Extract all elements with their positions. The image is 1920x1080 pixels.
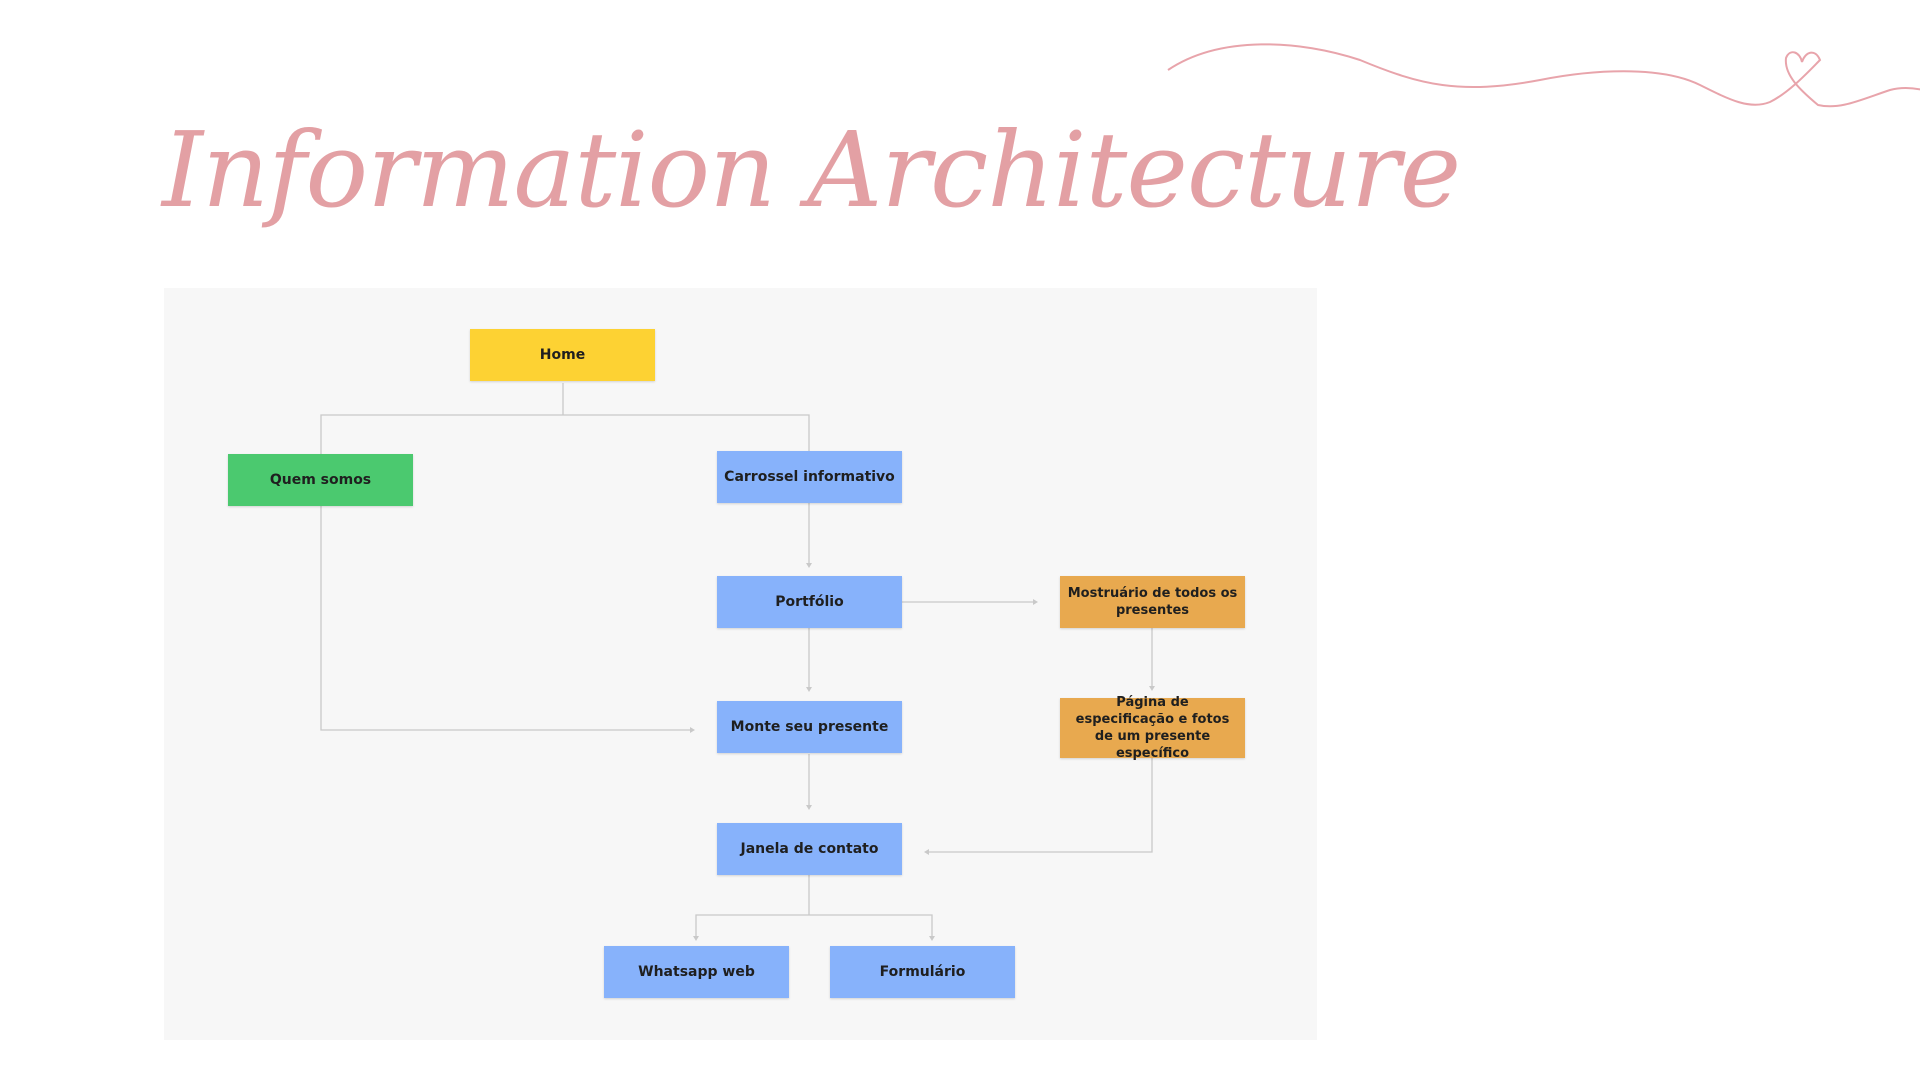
page-title: Information Architecture (162, 109, 1461, 231)
node-portfolio: Portfólio (717, 576, 902, 628)
edge-home-branches (320, 383, 810, 455)
arrow-head (806, 687, 812, 692)
arrow-head (806, 563, 812, 568)
node-home: Home (470, 329, 655, 381)
node-pagina-especificacao: Página de especificação e fotos de um pr… (1060, 695, 1245, 761)
arrow-head (924, 849, 929, 855)
edge-pagina-janela (928, 758, 1153, 853)
edge-janela-branches (695, 875, 933, 937)
edge-quem-monte (320, 506, 691, 731)
node-whatsapp-web: Whatsapp web (604, 946, 789, 998)
node-quem-somos: Quem somos (228, 454, 413, 506)
node-monte-seu-presente: Monte seu presente (717, 701, 902, 753)
node-formulario: Formulário (830, 946, 1015, 998)
arrow-head (690, 727, 695, 733)
diagram-connectors (320, 383, 1155, 941)
node-carrossel-informativo: Carrossel informativo (717, 451, 902, 503)
arrow-head (693, 936, 699, 941)
arrow-head (1149, 686, 1155, 691)
diagram-panel: Home Quem somos Carrossel informativo Po… (164, 288, 1317, 1040)
arrow-head (806, 805, 812, 810)
node-janela-de-contato: Janela de contato (717, 823, 902, 875)
arrow-head (929, 936, 935, 941)
arrow-head (1033, 599, 1038, 605)
node-mostruario: Mostruário de todos os presentes (1060, 576, 1245, 628)
heart-line-decoration (1167, 43, 1920, 108)
